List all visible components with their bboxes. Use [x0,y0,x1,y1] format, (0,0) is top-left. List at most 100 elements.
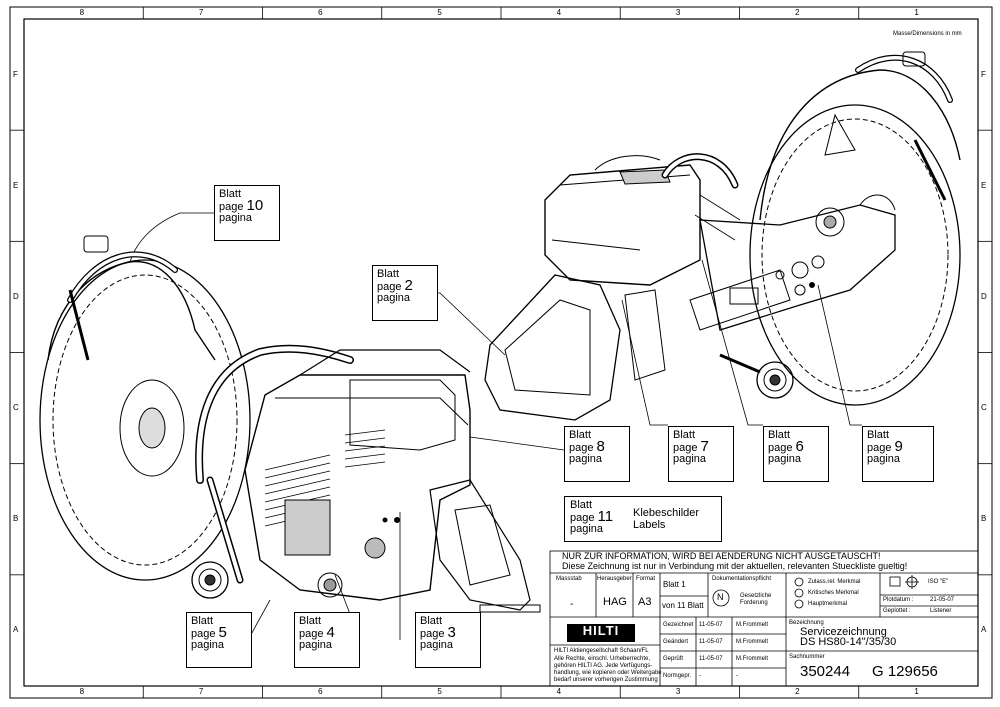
wheel-right [756,361,794,399]
callout-word-blatt: Blatt [191,615,214,627]
zone-column-bottom: 1 [914,687,919,696]
zone-row-left: C [13,403,19,413]
sachnummer: 350244 [800,663,851,680]
callout-word-pagina: pagina [569,453,603,465]
callout-word-pagina: pagina [570,523,604,535]
normgepr-label: Normgepr. [663,673,692,679]
callout-page-6: Blatt page 6 pagina [763,426,829,482]
blade-teeth-right [761,118,949,392]
callout-page-7: Blatt page 7 pagina [668,426,734,482]
callout-page-11: Blatt page 11 pagina Klebeschilder Label… [564,496,722,542]
zone-markers [10,7,992,698]
throttle-lever [624,289,666,381]
pulley-left [317,572,343,598]
callout-word-pagina: pagina [867,453,901,465]
zone-row-left: A [13,625,19,635]
plotdatum-value: 21-05-07 [930,597,955,603]
callout-page-2: Blatt page 2 pagina [372,265,438,321]
callout-word-pagina: pagina [420,639,454,651]
hilti-logo: HILTI [582,623,620,638]
gezeichnet-label: Gezeichnet [663,622,694,628]
zulass-label: Zulass.rel. Merkmal [808,579,861,585]
callout-word-pagina: pagina [299,639,333,651]
bezeichnung-label: Bezeichnung [789,620,824,626]
callout-word-pagina: pagina [191,639,225,651]
callout-word-blatt: Blatt [867,429,890,441]
doku-value-1: Gesetzliche [740,593,772,599]
callout-word-page: page [570,512,595,524]
callout-word-blatt: Blatt [673,429,696,441]
iso-label: ISO "E" [928,579,949,585]
side-panel-right [689,269,791,331]
callout-word-pagina: pagina [219,212,253,224]
arm-hub [815,207,845,237]
cut-off-saw-front-view [39,235,541,613]
geaendert-date: 11-05-07 [699,639,723,645]
rights-line-3: handlung, wie kopieren oder Weitergabe [554,670,662,676]
blade-guard-right [759,69,961,221]
callout-number: 6 [795,438,804,455]
doku-value-2: Forderung [740,600,768,606]
inner-border [23,18,979,687]
dimensions-note: Masse/Dimensions in mm [893,31,962,37]
blade-nut-left [138,407,166,449]
drawing-title: Servicezeichnung [800,626,887,638]
geplottet-label: Geplottet : [883,608,911,614]
geprueft-name: M.Frommelt [736,656,768,662]
zone-column-top: 1 [914,8,919,17]
callout-klebeschilder: Klebeschilder [633,507,700,519]
zone-row-left: B [13,514,19,524]
zone-column-top: 4 [556,8,562,17]
callout-word-blatt: Blatt [768,429,791,441]
normgepr-name: - [736,673,738,679]
doku-symbol: N [717,592,724,602]
callout-labels: Labels [633,519,666,531]
rights-line-1: Alle Rechte, einschl. Urheberrechte, [554,656,651,662]
gezeichnet-name: M.Frommelt [736,622,768,628]
callout-word-page: page [673,442,698,454]
zone-column-bottom: 4 [556,687,562,696]
herausgeber-value: HAG [603,596,627,608]
callout-number: 11 [597,508,614,525]
callout-number: 2 [404,277,413,294]
rear-handle-left [429,479,531,611]
hilti-logo-box [567,624,635,642]
rear-handle-right [484,274,621,421]
zone-column-bottom: 8 [79,687,85,696]
format-value: A3 [638,596,652,608]
title-block-grid [549,550,979,687]
gezeichnet-date: 11-05-07 [699,622,723,628]
callout-word-blatt: Blatt [299,615,322,627]
zone-row-left: E [13,180,19,190]
zone-column-bottom: 7 [198,687,204,696]
callout-word-blatt: Blatt [219,188,242,200]
hauptmerkmal-label: Hauptmerkmal [808,601,848,607]
geaendert-label: Geändert [663,639,689,645]
callout-word-page: page [420,628,445,640]
callout-word-blatt: Blatt [570,499,593,511]
massstab-label: Massstab [556,576,582,582]
callout-word-page: page [377,281,402,293]
zone-column-top: 7 [198,8,204,17]
callout-page-3: Blatt page 3 pagina [415,612,481,668]
zone-column-top: 3 [675,8,681,17]
zone-column-top: 2 [795,8,800,17]
leader-9 [817,284,862,426]
callout-number: 8 [596,438,605,455]
kritisch-label: Kritisches Merkmal [808,590,859,596]
massstab-value: - [570,599,574,610]
notice-line-1: NUR ZUR INFORMATION, WIRD BEI AENDERUNG … [562,551,881,561]
callout-word-pagina: pagina [673,453,707,465]
zone-row-right: C [981,403,987,413]
callout-word-page: page [191,628,216,640]
geplottet-value: Listener [930,608,952,614]
zone-column-top: 8 [79,8,85,17]
zone-row-right: E [981,180,987,190]
zone-column-top: 6 [318,8,323,17]
plotdatum-label: Plotdatum : [883,597,914,603]
zone-column-bottom: 3 [675,687,681,696]
adjust-knob-left [364,537,386,559]
sheet-total: von 11 Blatt [662,601,704,610]
zone-column-top: 5 [437,8,442,17]
